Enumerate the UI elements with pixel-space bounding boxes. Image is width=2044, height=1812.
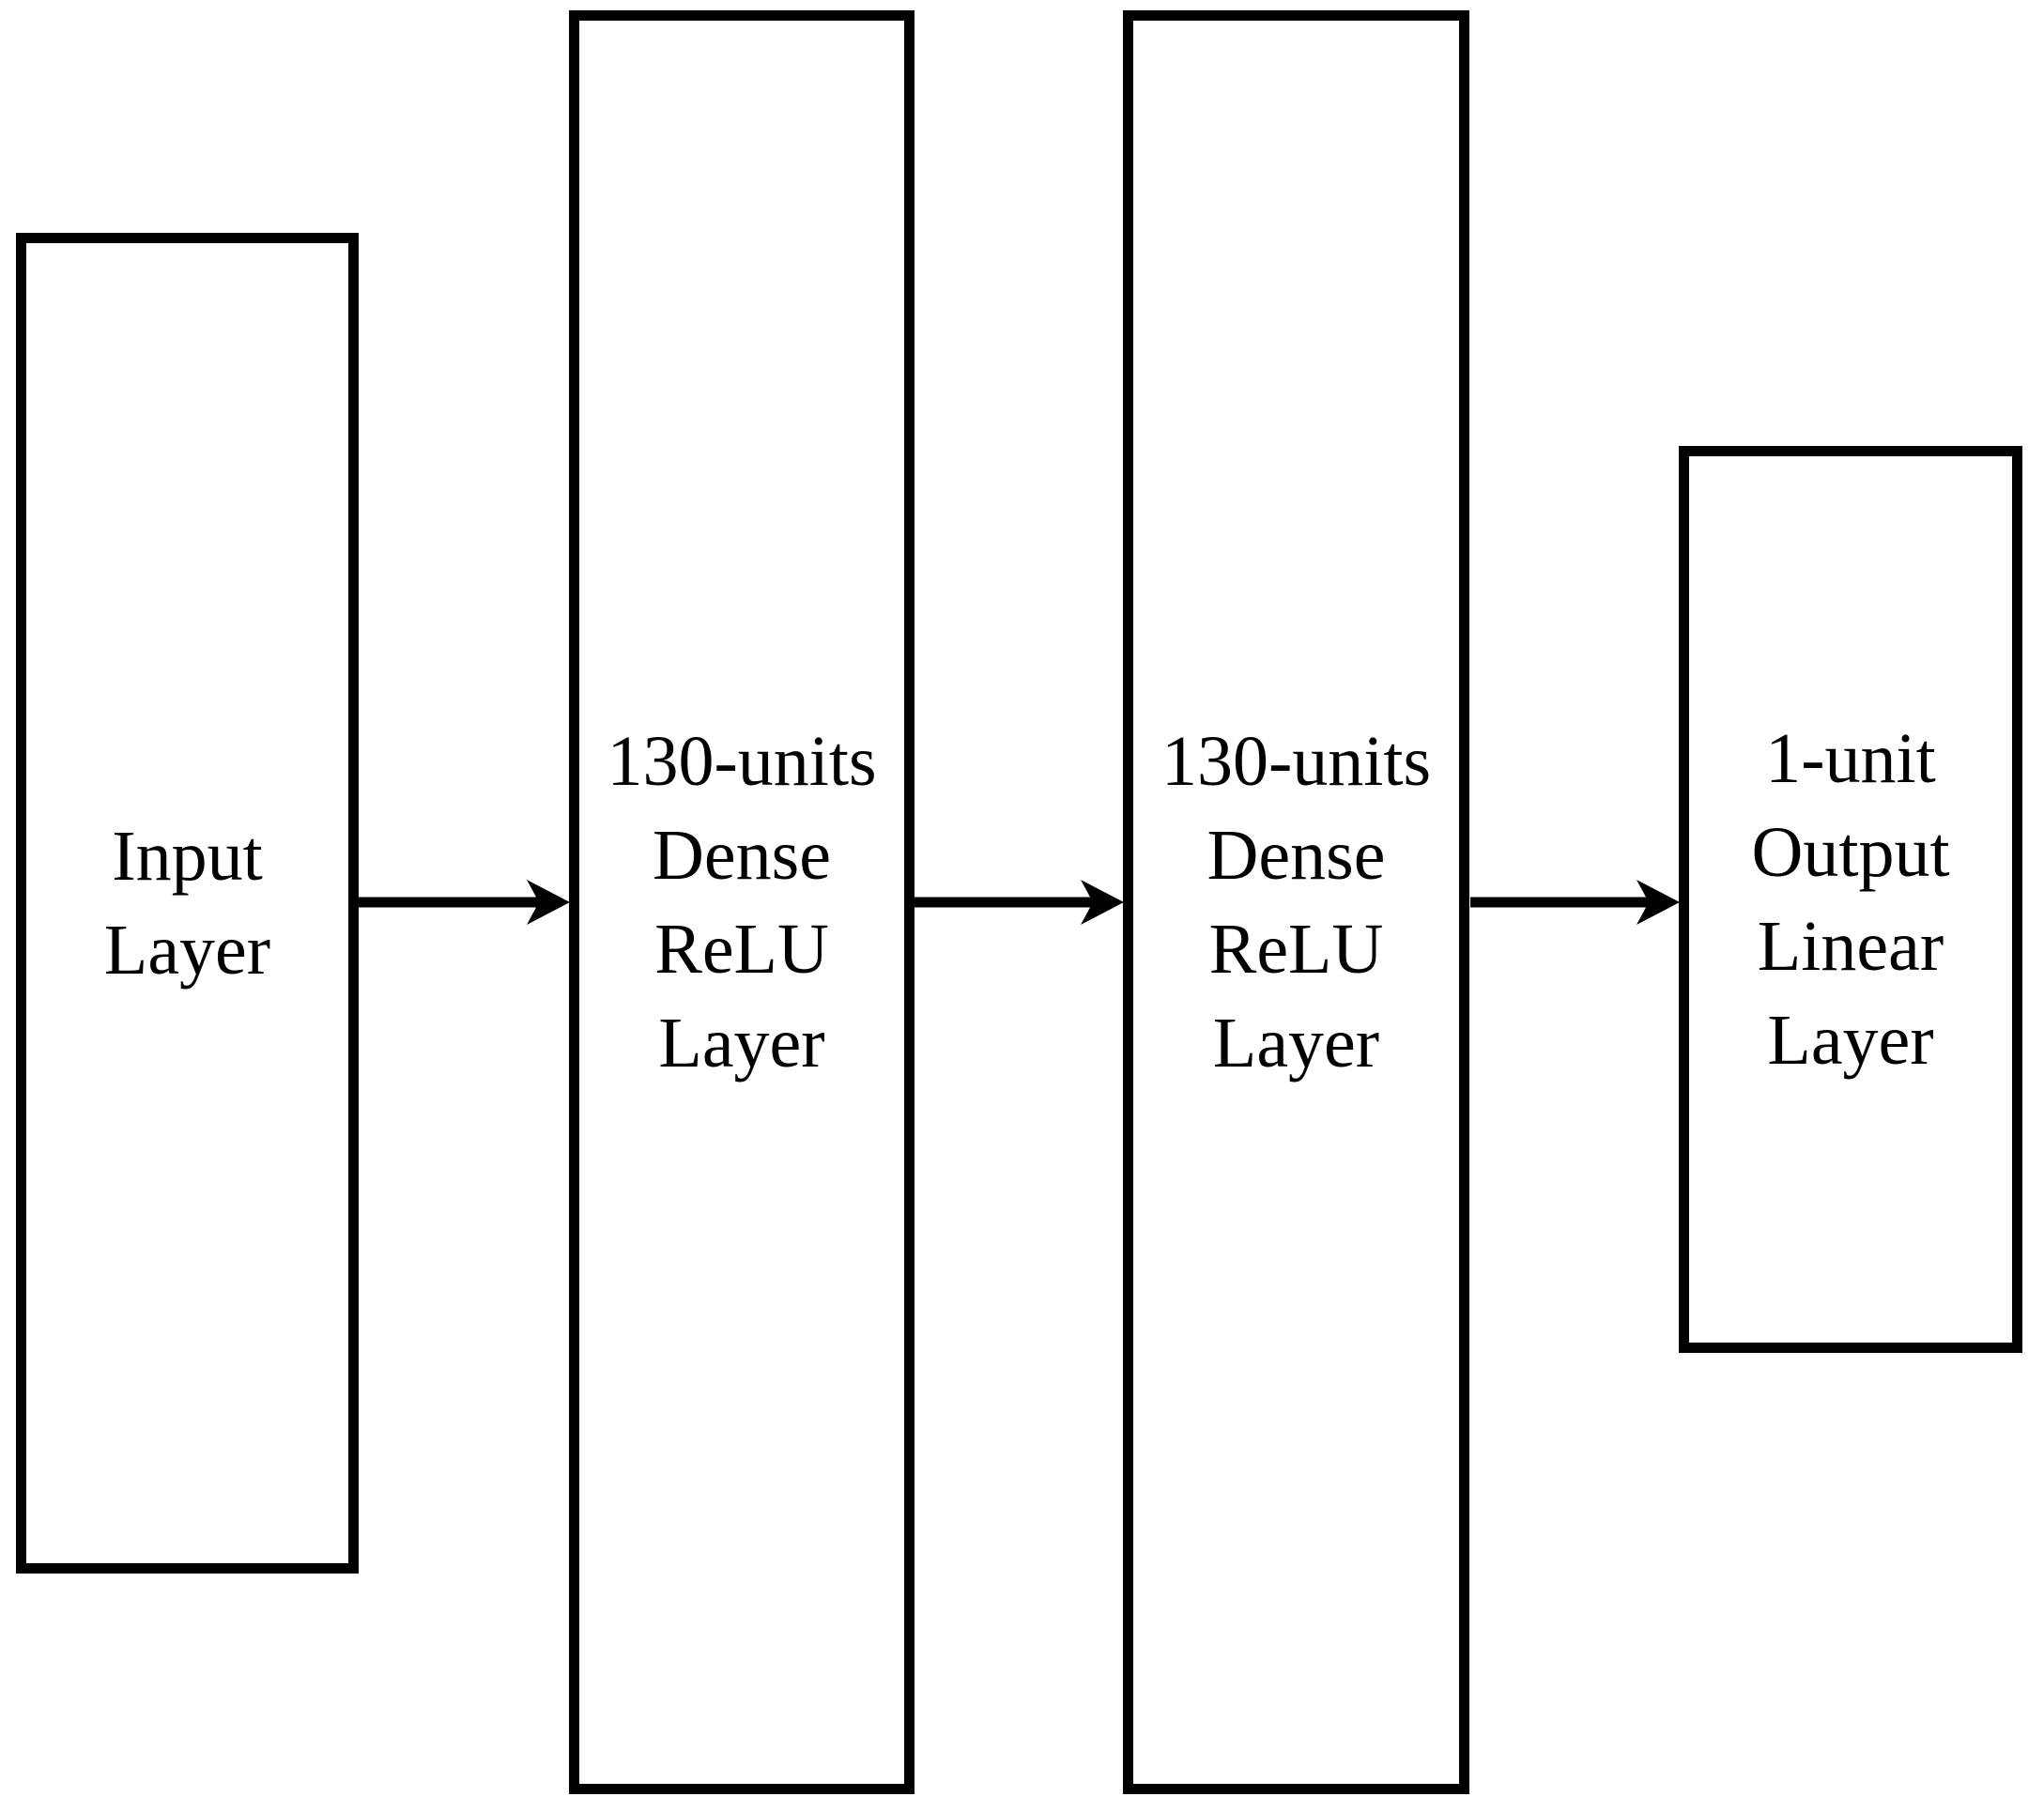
layer-box-dense-relu-2: 130-units Dense ReLU Layer: [1123, 10, 1469, 1794]
layer-box-dense-relu-1: 130-units Dense ReLU Layer: [569, 10, 914, 1794]
layer-box-input: Input Layer: [16, 233, 359, 1574]
layer-box-output: 1-unit Output Linear Layer: [1679, 446, 2022, 1353]
layer-label-output: 1-unit Output Linear Layer: [1751, 719, 1950, 1080]
layer-label-input: Input Layer: [103, 817, 271, 990]
arrow-right-icon: [359, 880, 570, 925]
arrow-right-icon: [914, 880, 1124, 925]
arrow-right-icon: [1470, 880, 1680, 925]
layer-label-dense-relu-2: 130-units Dense ReLU Layer: [1160, 722, 1432, 1083]
layer-label-dense-relu-1: 130-units Dense ReLU Layer: [607, 722, 877, 1083]
